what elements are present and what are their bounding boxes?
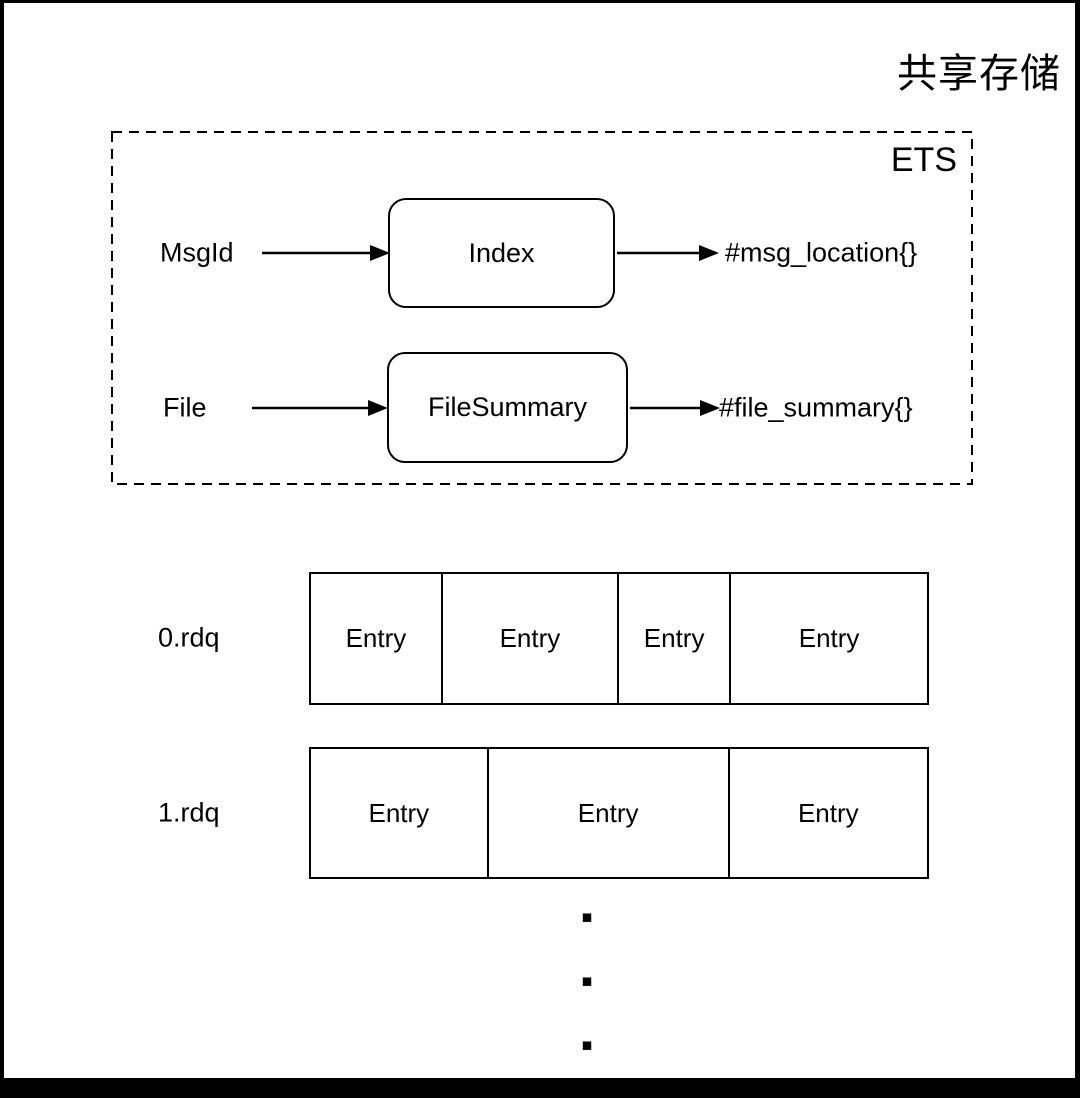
- queue-0-label: 0.rdq: [158, 622, 220, 653]
- queue-1-label: 1.rdq: [158, 797, 220, 828]
- msgid-label: MsgId: [160, 237, 234, 268]
- index-node-label: Index: [468, 237, 535, 268]
- arrow-right-icon: [252, 400, 388, 416]
- diagram-canvas: 共享存储 ETS MsgId Index #msg_location{} Fil…: [4, 3, 1075, 1078]
- ets-dashed-border: [111, 131, 973, 485]
- queue-entry-cell: Entry: [311, 574, 443, 703]
- filesummary-node: FileSummary: [387, 352, 628, 463]
- file-summary-record-label: #file_summary{}: [719, 392, 913, 423]
- file-label: File: [163, 392, 207, 423]
- index-node: Index: [388, 198, 615, 308]
- ets-label: ETS: [890, 141, 957, 179]
- queue-1-table: Entry Entry Entry: [309, 747, 929, 879]
- queue-entry-cell: Entry: [311, 749, 489, 877]
- queue-entry-cell: Entry: [797, 797, 859, 828]
- arrow-right-icon: [630, 400, 720, 416]
- ellipsis-dot-icon: ▪: [581, 971, 593, 991]
- msg-location-record-label: #msg_location{}: [725, 237, 918, 268]
- queue-entry-cell: Entry: [798, 623, 860, 653]
- queue-0-table: Entry Entry Entry Entry: [309, 572, 929, 705]
- arrow-right-icon: [617, 245, 719, 261]
- queue-entry-cell: Entry: [619, 574, 732, 703]
- filesummary-node-label: FileSummary: [427, 392, 588, 422]
- queue-entry-cell: Entry: [443, 574, 620, 703]
- queue-entry-cell: Entry: [489, 749, 730, 877]
- page-title: 共享存储: [897, 52, 1061, 96]
- ellipsis-dot-icon: ▪: [581, 907, 593, 927]
- arrow-right-icon: [262, 245, 390, 261]
- ets-container: ETS: [111, 131, 973, 485]
- ellipsis-dot-icon: ▪: [581, 1035, 593, 1055]
